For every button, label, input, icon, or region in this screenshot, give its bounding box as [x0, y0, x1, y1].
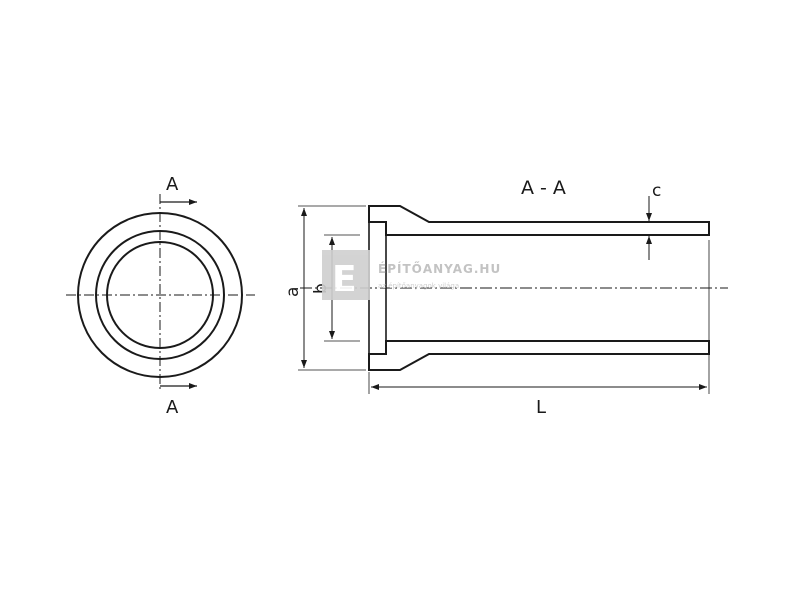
section-title: A - A	[521, 177, 566, 199]
section-label-bottom: A	[166, 397, 179, 418]
watermark: E ÉPÍTŐANYAG.HU az építőanyagok világa	[322, 250, 501, 300]
dim-label-a: a	[283, 287, 303, 297]
upper-wall-outline	[368, 205, 710, 236]
lower-wall-outline	[368, 340, 710, 371]
dim-label-b: b	[311, 283, 331, 294]
section-view	[298, 196, 728, 394]
watermark-logo-glyph: E	[332, 259, 357, 300]
watermark-brand: ÉPÍTŐANYAG.HU	[378, 261, 501, 276]
dim-label-l: L	[536, 397, 546, 418]
watermark-logo-box	[322, 250, 370, 300]
outer-ring	[77, 212, 243, 378]
front-view	[66, 194, 255, 390]
dim-label-c: c	[652, 181, 661, 201]
middle-ring	[95, 230, 225, 360]
inner-ring	[106, 241, 214, 349]
watermark-tagline: az építőanyagok világa	[378, 281, 459, 290]
section-label-top: A	[166, 174, 179, 195]
